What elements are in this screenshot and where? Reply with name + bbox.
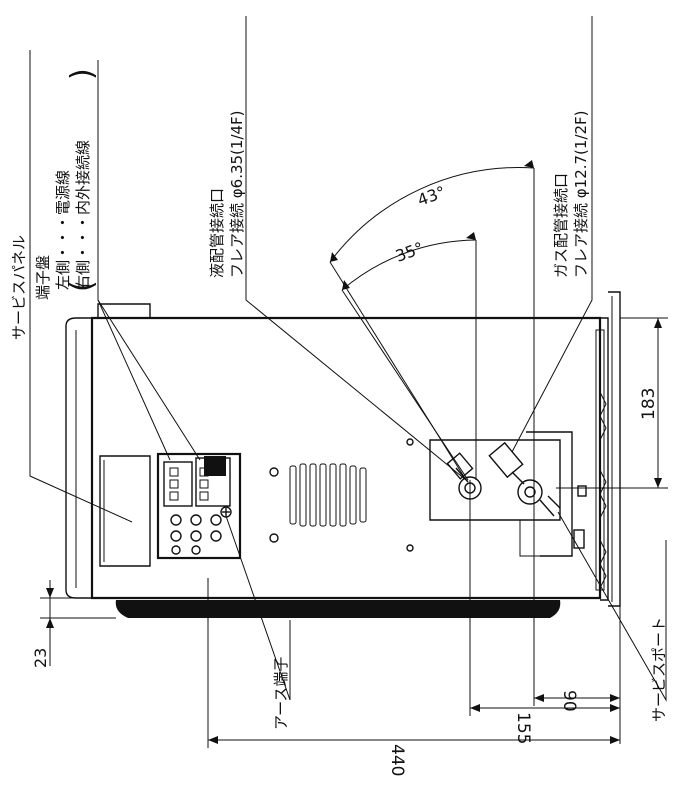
liquid-port-line1: 液配管接続口 <box>208 188 226 278</box>
earth-terminal-label: アース端子 <box>272 657 290 730</box>
dim-90: 90 <box>559 690 579 712</box>
liquid-port-line2: フレア接続 φ6.35(1/4F) <box>228 110 246 278</box>
dim-440: 440 <box>387 744 407 776</box>
terminal-board-title: 端子盤 <box>34 255 52 300</box>
gas-port-line1: ガス配管接続口 <box>552 173 570 278</box>
terminal-board-bracket-open: ( <box>65 280 100 292</box>
dim-155: 155 <box>513 712 533 744</box>
vent-slots <box>289 463 367 527</box>
service-panel-label: サービスパネル <box>10 235 28 340</box>
unit-body <box>65 291 621 618</box>
base-feet <box>115 600 561 618</box>
terminal-board-line1: 左側・・・電源線 <box>54 170 72 290</box>
angle-annotations <box>329 160 535 488</box>
dim-183: 183 <box>639 388 659 420</box>
service-port-label: サービスポート <box>650 617 668 722</box>
dim-23: 23 <box>31 648 50 668</box>
terminal-board-block <box>156 452 242 560</box>
labels: サービスパネル 端子盤 左側・・・電源線 右側・・・内外接続線 ( ) 液配管接… <box>10 68 668 776</box>
service-panel-outline <box>99 455 151 567</box>
angle-35: 35° <box>393 238 426 266</box>
gas-valve <box>488 441 561 517</box>
dimension-lines <box>40 317 668 748</box>
leader-lines <box>29 16 667 702</box>
angle-43: 43° <box>415 182 448 210</box>
terminal-board-bracket-close: ) <box>65 68 100 80</box>
terminal-board-line2: 右側・・・内外接続線 <box>74 140 92 290</box>
gas-port-line2: フレア接続 φ12.7(1/2F) <box>572 110 590 278</box>
